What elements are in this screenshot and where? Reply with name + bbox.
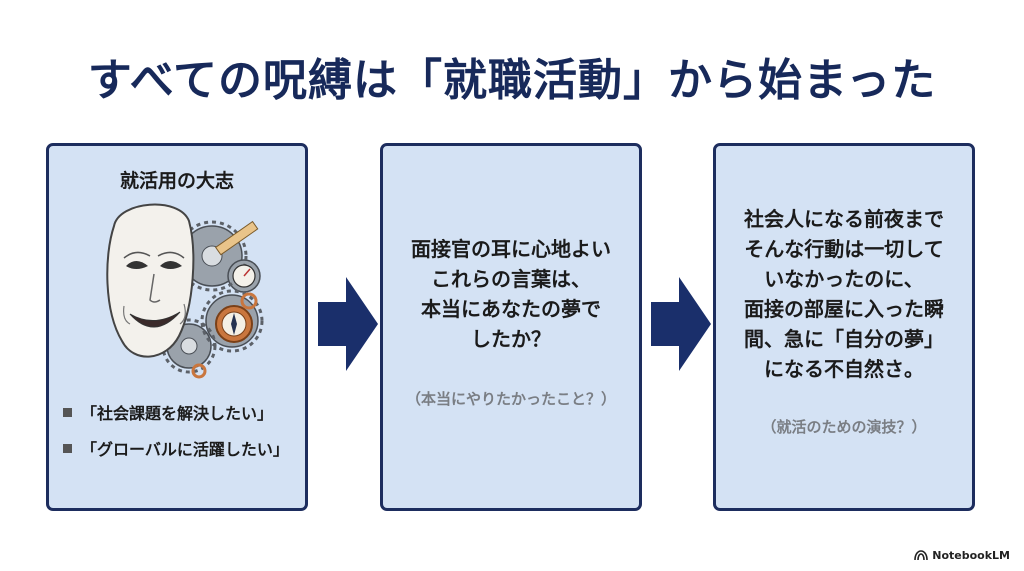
panel-ambition: 就活用の大志 xyxy=(46,143,308,511)
ambition-list: 「社会課題を解決したい」 「グローバルに活躍したい」 xyxy=(63,400,289,472)
unnaturalness-text: 社会人になる前夜まで そんな行動は一切して いなかったのに、 面接の部屋に入った… xyxy=(744,207,944,381)
bullet-square-icon xyxy=(63,443,72,453)
arrow-right-icon xyxy=(318,277,378,371)
brand-watermark: NotebookLM xyxy=(914,549,1010,562)
list-item: 「社会課題を解決したい」 xyxy=(63,400,289,424)
slide-title: すべての呪縛は「就職活動」から始まった xyxy=(87,55,937,106)
bullet-square-icon xyxy=(63,407,72,417)
mask-with-gears-icon xyxy=(106,203,264,379)
arrow-right-icon xyxy=(651,277,711,371)
question-subtext: （本当にやりたかったこと？） xyxy=(405,390,616,408)
panel-question: 面接官の耳に心地よい これらの言葉は、 本当にあなたの夢で したか？ （本当にや… xyxy=(380,143,642,511)
list-item: 「グローバルに活躍したい」 xyxy=(63,436,289,460)
panel-heading: 就活用の大志 xyxy=(119,170,234,192)
brand-label: NotebookLM xyxy=(932,549,1010,562)
notebooklm-logo-icon xyxy=(914,550,929,561)
unnaturalness-subtext: （就活のための演技？） xyxy=(761,418,927,436)
panel-unnaturalness: 社会人になる前夜まで そんな行動は一切して いなかったのに、 面接の部屋に入った… xyxy=(713,143,975,511)
question-text: 面接官の耳に心地よい これらの言葉は、 本当にあなたの夢で したか？ xyxy=(411,237,611,351)
